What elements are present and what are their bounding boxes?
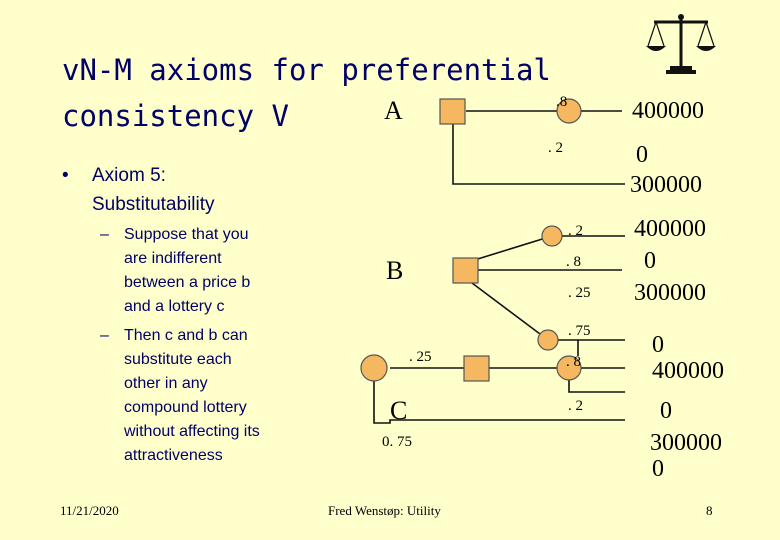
payoff-a1: 400000 (632, 98, 704, 124)
chance-node-b-up (541, 225, 563, 247)
node-label-a: A (384, 96, 403, 125)
footer-date: 11/21/2020 (60, 503, 119, 518)
bullet-substitutability: Substitutability (92, 194, 215, 215)
sub-bullet-dash-1: – (100, 226, 109, 243)
sub-bullet-2-line-1: Then c and b can (124, 327, 248, 344)
payoff-b1: 400000 (634, 216, 706, 242)
prob-c-top: . 25 (409, 349, 432, 365)
sub-bullet-1-line-3: between a price b (124, 274, 251, 291)
footer-page-number: 8 (706, 503, 713, 518)
sub-bullet-2-line-2: substitute each (124, 351, 232, 368)
decision-node-c (463, 355, 490, 382)
branch-c2-bottom (568, 380, 625, 393)
payoff-c3: 0 (660, 398, 672, 424)
prob-c-bottom: 0. 75 (382, 434, 412, 450)
scales-of-justice-icon (646, 14, 716, 74)
prob-b-down: . 25 (568, 285, 591, 301)
chance-node-a (556, 98, 582, 124)
sub-bullet-2-line-3: other in any (124, 375, 208, 392)
sub-bullet-1-line-1: Suppose that you (124, 226, 249, 243)
title-line-1: vN-M axioms for preferential (62, 53, 551, 87)
branch-c-bottom (373, 381, 625, 424)
sub-bullet-2-line-5: without affecting its (124, 423, 260, 440)
payoff-c2: 400000 (652, 358, 724, 384)
sub-bullet-1-line-2: are indifferent (124, 250, 222, 267)
title-line-2: consistency V (62, 99, 289, 133)
sub-bullet-2-line-6: attractiveness (124, 447, 223, 464)
payoff-c1: 0 (652, 332, 664, 358)
payoff-b3: 300000 (634, 280, 706, 306)
prob-a-bottom: . 2 (548, 140, 563, 156)
bullet-dot: • (62, 165, 69, 186)
prob-c2-top: . 8 (566, 354, 581, 370)
prob-b-low: . 75 (568, 323, 591, 339)
sub-bullet-dash-2: – (100, 327, 109, 344)
branch-a-bottom (452, 124, 625, 185)
chance-node-b-down (537, 329, 559, 351)
payoff-c4: 300000 (650, 430, 722, 456)
footer-author: Fred Wenstøp: Utility (328, 503, 441, 518)
decision-node-b (452, 257, 479, 284)
payoff-a3: 300000 (630, 172, 702, 198)
sub-bullet-2-line-4: compound lottery (124, 399, 247, 416)
prob-b-mid: . 8 (566, 254, 581, 270)
chance-node-c2 (556, 355, 582, 381)
prob-a-top: .8 (556, 94, 568, 110)
node-label-b: B (386, 256, 404, 285)
node-label-c: C (390, 396, 408, 425)
payoff-a2: 0 (636, 142, 648, 168)
chance-node-c (360, 354, 388, 382)
bullet-axiom-5: Axiom 5: (92, 165, 166, 186)
prob-b-up: . 2 (568, 223, 583, 239)
payoff-b2: 0 (644, 248, 656, 274)
sub-bullet-1-line-4: and a lottery c (124, 298, 225, 315)
decision-node-a (439, 98, 466, 125)
payoff-c5: 0 (652, 456, 664, 482)
prob-c2-bottom: . 2 (568, 398, 583, 414)
